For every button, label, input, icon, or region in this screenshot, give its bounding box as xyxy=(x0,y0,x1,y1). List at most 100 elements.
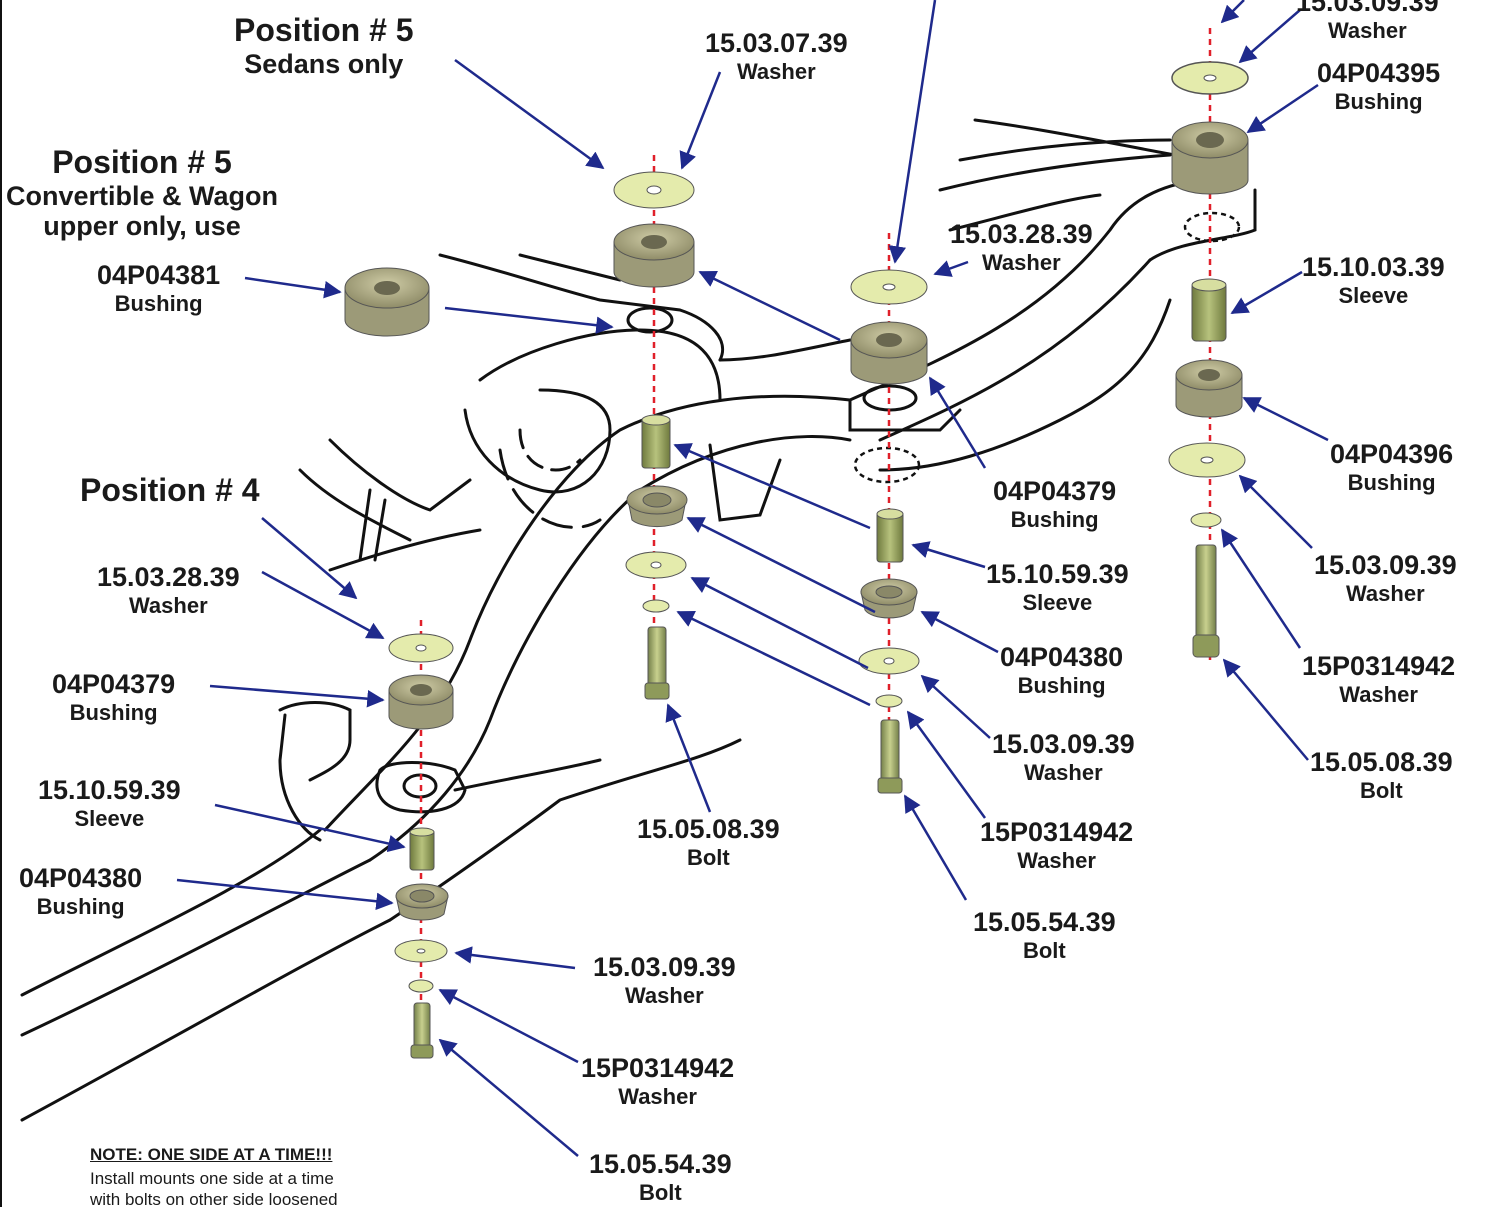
arrow xyxy=(454,946,576,970)
part-number: 15.03.09.39 xyxy=(593,952,736,982)
bushing-bore-7 xyxy=(875,585,903,599)
arrow xyxy=(438,988,579,1064)
sleeve-top-3 xyxy=(876,508,904,520)
position-title: Position # 5 xyxy=(52,144,232,180)
callout-label: 04P04380 Bushing xyxy=(1000,643,1123,699)
part-number: 15.03.28.39 xyxy=(950,219,1093,249)
arrow xyxy=(673,443,871,530)
part-number: 15P0314942 xyxy=(581,1053,735,1083)
part-number: 15.03.28.39 xyxy=(97,562,240,592)
part-name: Washer xyxy=(128,593,208,619)
bolt-head-4 xyxy=(410,1044,434,1059)
arrow xyxy=(676,610,871,707)
frame-mid-leg xyxy=(708,443,782,522)
arrow xyxy=(244,276,342,299)
part-number: 04P04395 xyxy=(1317,58,1441,88)
note-line-1: Install mounts one side at a time xyxy=(90,1169,334,1188)
frame-loop-top xyxy=(478,328,722,402)
frame-crossmember-bottom xyxy=(388,738,742,922)
part-number: 15.10.03.39 xyxy=(1302,252,1445,282)
bushing-bore xyxy=(1196,132,1224,148)
position-4-heading: Position # 4 xyxy=(80,473,260,508)
frame-rail-1 xyxy=(20,828,322,997)
callout-label: 15.03.07.39 Washer xyxy=(705,28,848,85)
part-number: 04P04396 xyxy=(1330,439,1454,469)
position-subtitle: Sedans only xyxy=(244,48,404,79)
part-number: 15.05.08.39 xyxy=(637,814,780,844)
position-title: Position # 5 xyxy=(234,12,414,48)
sleeve-top xyxy=(1191,278,1227,292)
part-number: 15.03.09.39 xyxy=(1314,550,1457,580)
arrow xyxy=(1238,9,1301,64)
part-name: Sleeve xyxy=(1022,590,1093,616)
washer-hole-4 xyxy=(650,561,662,569)
frame-bracket-pos4 xyxy=(278,701,352,782)
callout-label: 15P0314942 Washer xyxy=(1302,652,1455,707)
frame-mount-pos4 xyxy=(375,761,467,814)
position-5-sedans-heading: Position # 5 Sedans only xyxy=(234,12,414,79)
part-name: Washer xyxy=(736,59,816,85)
arrow xyxy=(454,58,605,170)
part-name: Sleeve xyxy=(1338,283,1409,309)
frame-loop-inner-3 xyxy=(498,448,602,529)
small-washer-part-2 xyxy=(642,599,670,613)
part-number: 15.05.08.39 xyxy=(1310,747,1453,777)
frame-loop-inner xyxy=(463,388,612,494)
arrow xyxy=(686,516,876,614)
arrow xyxy=(1220,528,1302,649)
washer-hole-5 xyxy=(882,283,896,291)
part-name: Washer xyxy=(1327,18,1407,44)
bolt-shank-4 xyxy=(413,1002,431,1052)
callout-label: 04P04381 Bushing xyxy=(97,261,220,316)
frame-right-arm-lower xyxy=(878,258,1152,442)
bushing-bore-9 xyxy=(409,889,435,903)
frame-rail-top-1 xyxy=(938,153,1172,192)
arrow xyxy=(214,803,406,853)
sleeve-top-2 xyxy=(641,414,671,426)
callout-label: 15.05.08.39 Bolt xyxy=(637,814,780,871)
frame-rail-top-2 xyxy=(958,138,1172,162)
part-name: Bolt xyxy=(1359,778,1403,804)
arrow xyxy=(438,1038,579,1157)
bushing-bore-3 xyxy=(641,235,667,249)
part-name: Bushing xyxy=(1017,673,1106,699)
bushing-bore-6 xyxy=(876,333,902,347)
frame-crossmember-lower xyxy=(368,435,852,862)
washer-hole-6 xyxy=(883,657,895,665)
bushing-bore-4 xyxy=(642,492,672,508)
part-number: 15.03.09.39 xyxy=(992,729,1135,759)
arrow xyxy=(176,878,394,911)
frame-crossmember-upper xyxy=(323,394,852,832)
callout-label: 15.05.54.39 Bolt xyxy=(589,1149,732,1206)
bolt-head xyxy=(1192,634,1220,658)
parts-conv-bushing xyxy=(344,267,430,337)
part-name: Bolt xyxy=(686,845,730,871)
part-number: 15.10.59.39 xyxy=(986,559,1129,589)
part-name: Bolt xyxy=(638,1180,682,1206)
part-name: Bushing xyxy=(1010,507,1099,533)
part-name: Sleeve xyxy=(74,806,145,832)
callout-label: 15.03.09.39 Washer xyxy=(593,952,736,1008)
part-number: 15.05.54.39 xyxy=(589,1149,732,1179)
callout-label: 15.03.28.39 Washer xyxy=(97,562,240,619)
sleeve-top-4 xyxy=(409,827,435,837)
part-number: 15.03.07.39 xyxy=(705,28,848,58)
part-name: Bushing xyxy=(1334,89,1423,115)
parts-right-stack xyxy=(1168,61,1249,658)
callout-label: 15.03.28.39 Washer xyxy=(950,219,1093,275)
arrow xyxy=(261,517,358,600)
arrow xyxy=(679,71,722,170)
frame-loop-inner-2 xyxy=(518,428,582,472)
part-number: 04P04380 xyxy=(19,863,143,893)
callout-label: 15.10.59.39 Sleeve xyxy=(986,559,1129,616)
callout-label: 15.03.09.39 Washer xyxy=(1296,0,1439,42)
bolt-head-2 xyxy=(644,682,670,700)
position-subtitle-2: upper only, use xyxy=(43,210,241,241)
arrow xyxy=(665,703,712,813)
arrow xyxy=(1230,270,1303,315)
callout-label: 04P04395 Bushing xyxy=(1317,58,1441,115)
frame-dashed-hole-mid xyxy=(853,446,921,484)
callout-label: 04P04380 Bushing xyxy=(19,863,143,919)
washer-hole-2 xyxy=(1200,456,1214,464)
